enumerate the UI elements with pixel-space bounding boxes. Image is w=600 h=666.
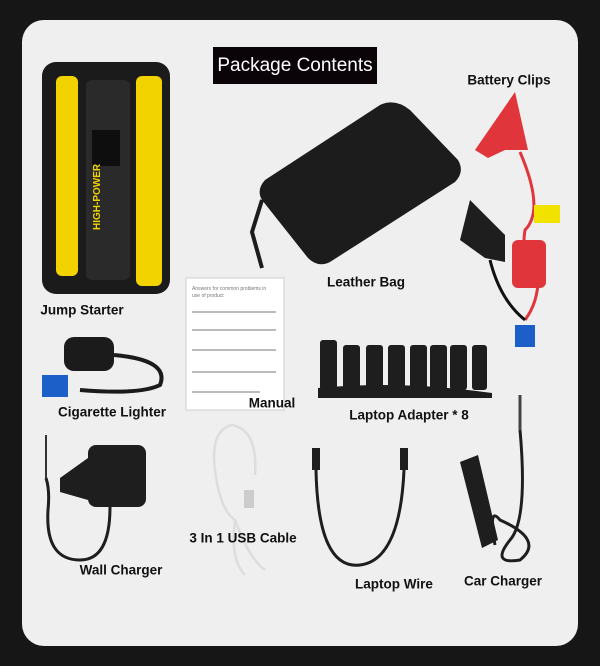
usb-cable-image (212, 423, 266, 576)
laptop-wire-image (312, 448, 408, 567)
label-manual: Manual (248, 395, 296, 411)
jump-starter-image: HIGH-POWER (42, 62, 170, 294)
leather-bag-image (249, 102, 461, 269)
car-charger-image (460, 395, 531, 563)
page-title: Package Contents (213, 47, 377, 84)
laptop-adapters-image (318, 340, 492, 398)
label-laptop-wire: Laptop Wire (355, 576, 433, 592)
label-car-charger: Car Charger (463, 573, 543, 589)
label-leather-bag: Leather Bag (326, 274, 406, 290)
battery-clips-image (460, 92, 560, 347)
svg-text:HIGH-POWER: HIGH-POWER (92, 163, 103, 230)
manual-image: Answers for common problems in use of pr… (185, 277, 285, 411)
label-usb-cable: 3 In 1 USB Cable (189, 530, 297, 546)
label-cigarette-lighter: Cigarette Lighter (57, 404, 167, 420)
label-laptop-adapter: Laptop Adapter * 8 (349, 407, 469, 423)
label-jump-starter: Jump Starter (40, 302, 124, 318)
svg-text:Answers for common problems in: Answers for common problems in (192, 286, 266, 292)
cigarette-lighter-image (42, 337, 164, 397)
wall-charger-image (44, 435, 146, 562)
svg-text:use of product: use of product (192, 293, 224, 299)
label-battery-clips: Battery Clips (467, 72, 551, 88)
label-wall-charger: Wall Charger (79, 562, 163, 578)
